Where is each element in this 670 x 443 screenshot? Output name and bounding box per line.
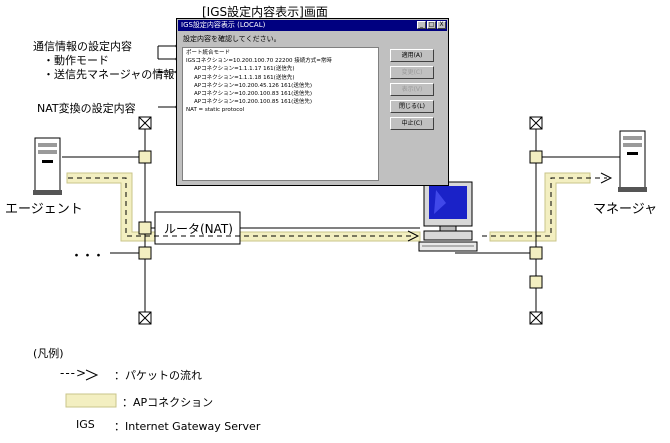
junction-node (138, 246, 152, 260)
maximize-button[interactable]: □ (427, 21, 436, 29)
list-item: NAT = static protocol (186, 107, 245, 114)
list-item: IGSコネクション=10.200.100.70 22200 接続方式=常時 (186, 58, 332, 65)
agent-server-icon (33, 137, 62, 195)
terminator-icon (138, 116, 152, 130)
terminator-icon (138, 311, 152, 325)
terminator-icon (529, 311, 543, 325)
junction-node (529, 275, 543, 289)
packet-flow-arrow (68, 177, 414, 237)
annotation-comm-info: 通信情報の設定内容 (33, 40, 132, 53)
annotation-dest-manager: ・送信先マネージャの情報 (43, 68, 175, 81)
annotation-nat-info: NAT変換の設定内容 (37, 102, 136, 115)
close-button[interactable]: X (437, 21, 446, 29)
view-button[interactable]: 表示(V) (390, 83, 434, 96)
dialog-title-bar[interactable]: IGS設定内容表示 (LOCAL) (178, 20, 447, 31)
router-box (154, 211, 241, 245)
window-controls: _ □ X (417, 21, 446, 29)
ap-connection-band (66, 172, 591, 242)
change-button[interactable]: 変更(C) (390, 66, 434, 79)
igs-pc-icon (418, 181, 478, 252)
legend-ap-connection: ：APコネクション (122, 396, 214, 409)
close-dialog-button[interactable]: 閉じる(L) (390, 100, 434, 113)
legend-igs-full: ：Internet Gateway Server (114, 420, 261, 433)
terminator-icon (529, 116, 543, 130)
arrowhead-icon (407, 230, 420, 242)
arrowhead-icon (600, 172, 613, 184)
junction-node (138, 150, 152, 164)
cancel-button[interactable]: 中止(C) (390, 117, 434, 130)
list-item: ポート統合モード (186, 50, 231, 56)
legend-igs-abbrev: IGS (76, 418, 95, 431)
manager-label: マネージャ (593, 202, 658, 217)
router-label: ルータ(NAT) (164, 222, 233, 236)
ellipsis-label: ・・・ (70, 249, 105, 264)
junction-node (529, 150, 543, 164)
legend-arrow-symbol: ---> (60, 366, 88, 380)
annotation-op-mode: ・動作モード (43, 54, 109, 67)
list-item: APコネクション=10.200.100.85 161(送信先) (194, 99, 312, 106)
packet-flow-arrow (482, 177, 607, 237)
legend-title: (凡例) (33, 347, 64, 360)
dialog-message: 設定内容を確認してください。 (183, 35, 281, 43)
junction-node (529, 246, 543, 260)
screen-title: [IGS設定内容表示]画面 (202, 5, 328, 19)
manager-server-icon (618, 130, 647, 192)
igs-settings-dialog: IGS設定内容表示 (LOCAL) _ □ X 設定内容を確認してください。 ポ… (176, 18, 449, 186)
legend-ap-swatch (65, 393, 117, 408)
apply-button[interactable]: 適用(A) (390, 49, 434, 62)
list-item: APコネクション=1.1.1.17 161(送信先) (194, 66, 295, 73)
legend-packet-flow: ：パケットの流れ (114, 369, 202, 382)
settings-listbox[interactable]: ポート統合モード IGSコネクション=10.200.100.70 22200 接… (182, 47, 379, 181)
list-item: APコネクション=1.1.1.18 161(送信先) (194, 74, 295, 81)
agent-label: エージェント (5, 202, 83, 217)
legend-arrow-icon (85, 369, 99, 381)
minimize-button[interactable]: _ (417, 21, 426, 29)
list-item: APコネクション=10.200.45.126 161(送信先) (194, 82, 312, 89)
junction-node (138, 221, 152, 235)
list-item: APコネクション=10.200.100.83 161(送信先) (194, 91, 312, 98)
